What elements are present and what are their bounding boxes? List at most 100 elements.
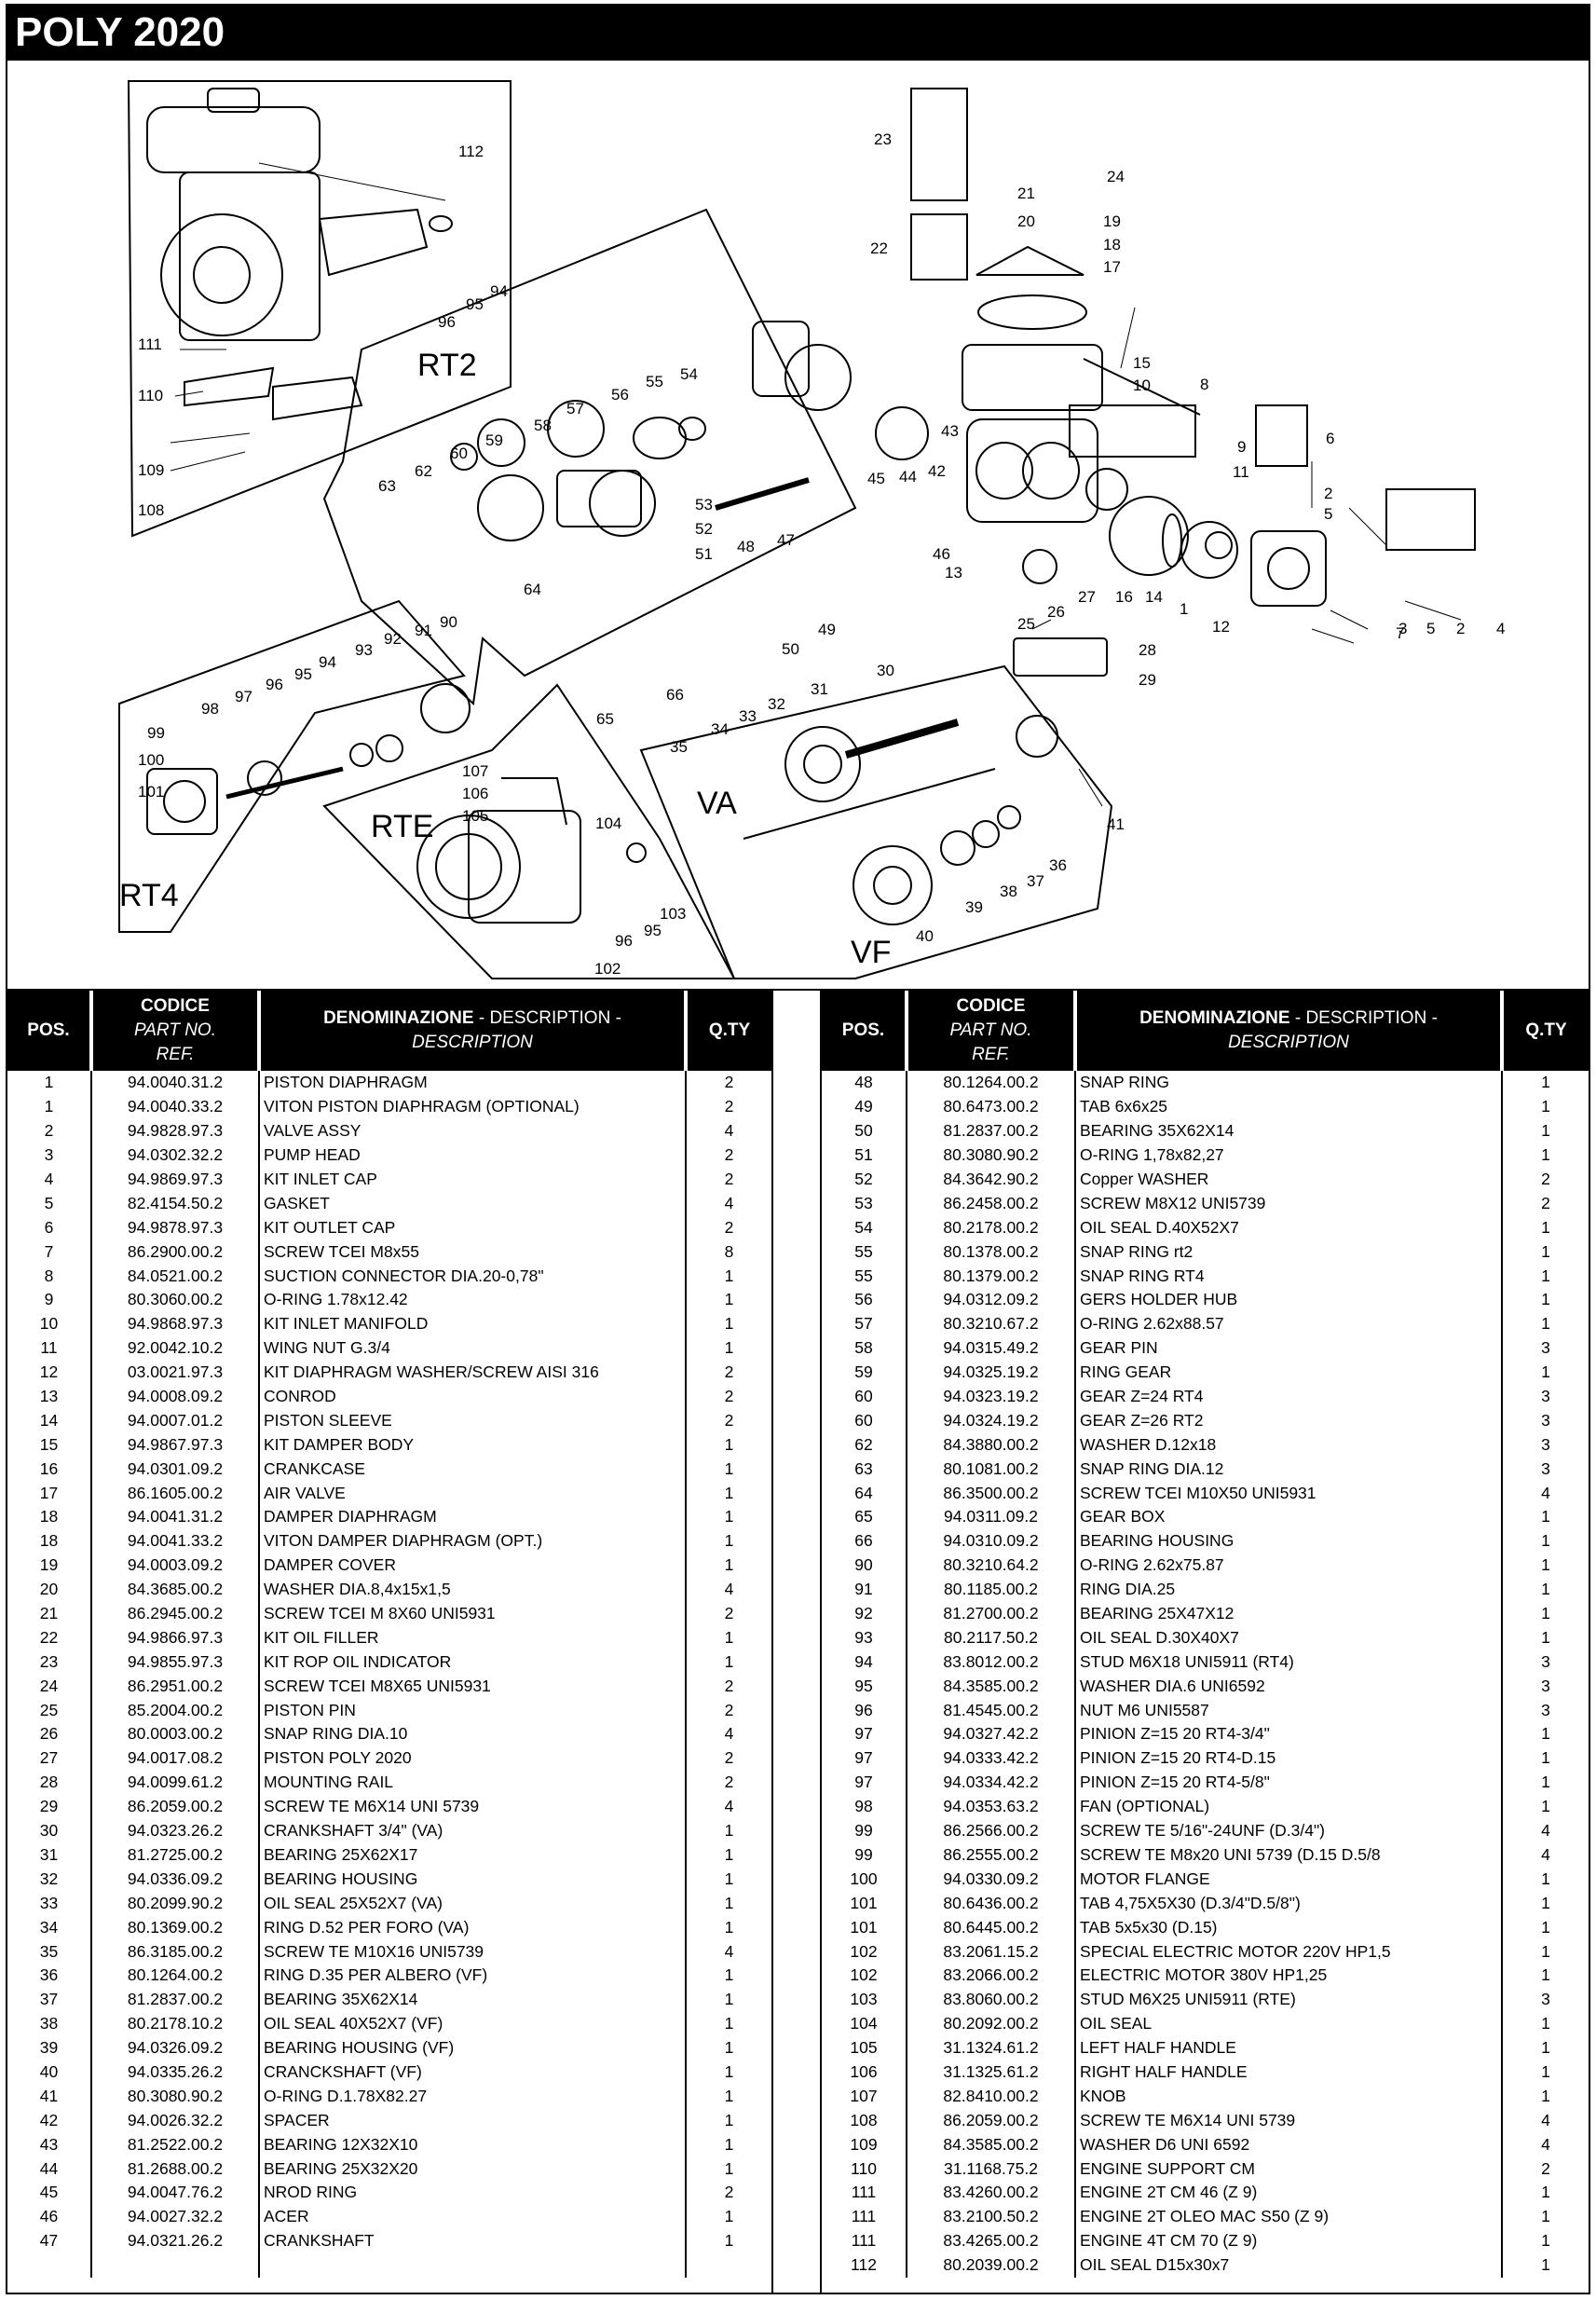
part-pos: 29 [7, 1794, 92, 1819]
callout: 111 [138, 335, 162, 353]
part-qty: 1 [724, 2086, 734, 2105]
part-description: GEAR Z=24 RT4 [1075, 1384, 1503, 1409]
rt2-panel [127, 80, 512, 538]
part-qty: 2 [724, 2183, 734, 2202]
part-pos: 112 [822, 2252, 907, 2278]
part-code: 94.0301.09.2 [91, 1457, 260, 1482]
part-code: 94.9855.97.3 [91, 1650, 260, 1675]
part-pos: 97 [822, 1746, 907, 1771]
part-code: 86.2555.00.2 [907, 1842, 1076, 1868]
part-pos: 27 [7, 1746, 92, 1771]
part-qty: 1 [1541, 1604, 1550, 1623]
part-qty: 1 [1541, 1266, 1550, 1285]
callout: 4 [1496, 620, 1505, 637]
part-code: 94.0040.31.2 [91, 1071, 260, 1095]
part-code: 94.0327.42.2 [907, 1722, 1076, 1746]
part-description: MOUNTING RAIL [259, 1770, 687, 1795]
pump-head-shape [752, 321, 810, 397]
part-code: 80.2039.00.2 [907, 2252, 1076, 2278]
part-description: PINION Z=15 20 RT4-D.15 [1075, 1746, 1503, 1771]
part-description: BEARING 12X32X10 [259, 2132, 687, 2157]
callout: 93 [355, 641, 373, 659]
callout: 99 [147, 724, 165, 742]
callout: 7 [1396, 624, 1404, 642]
part-code: 94.0008.09.2 [91, 1384, 260, 1409]
header-code-main: CODICE [141, 996, 210, 1016]
part-qty: 1 [1541, 1217, 1550, 1237]
part-description: ENGINE 2T CM 46 (Z 9) [1075, 2180, 1503, 2205]
part-description: BEARING 25X47X12 [1075, 1601, 1503, 1626]
part-pos: 64 [822, 1481, 907, 1506]
part-description: BEARING HOUSING [259, 1867, 687, 1892]
callout: 104 [595, 815, 621, 832]
part-pos: 92 [822, 1601, 907, 1626]
page-title: POLY 2020 [6, 4, 1590, 61]
callout: 95 [294, 665, 312, 683]
callout: 51 [695, 545, 713, 563]
callout: 107 [462, 762, 488, 780]
part-description: PINION Z=15 20 RT4-3/4" [1075, 1722, 1503, 1746]
callout: 38 [1000, 883, 1017, 900]
part-pos: 5 [7, 1191, 92, 1216]
part-qty: 2 [724, 1387, 734, 1406]
part-pos: 97 [822, 1770, 907, 1795]
part-pos: 60 [822, 1408, 907, 1433]
part-pos: 22 [7, 1625, 92, 1650]
part-description: PISTON PIN [259, 1698, 687, 1723]
part-description: RIGHT HALF HANDLE [1075, 2060, 1503, 2085]
part-qty: 1 [1541, 2183, 1550, 2202]
part-qty: 2 [724, 1604, 734, 1623]
part-description: KIT ROP OIL INDICATOR [259, 1650, 687, 1675]
part-code: 84.3585.00.2 [907, 2132, 1076, 2157]
part-qty: 4 [1541, 1483, 1550, 1502]
part-qty: 1 [724, 2207, 734, 2226]
callout: 53 [695, 496, 713, 513]
header-code-sub2: REF. [156, 1045, 195, 1064]
part-code: 80.2099.90.2 [91, 1891, 260, 1916]
part-pos: 3 [7, 1143, 92, 1168]
section-label-rt2: RT2 [417, 348, 477, 383]
part-description: SNAP RING [1075, 1071, 1503, 1095]
part-code: 94.0017.08.2 [91, 1746, 260, 1771]
table-row [7, 2252, 771, 2278]
part-qty: 1 [724, 1555, 734, 1575]
callout: 108 [138, 501, 164, 519]
part-code: 80.6473.00.2 [907, 1094, 1076, 1119]
part-description: SCREW M8X12 UNI5739 [1075, 1191, 1503, 1216]
callout: 109 [138, 461, 164, 479]
part-code: 83.4260.00.2 [907, 2180, 1076, 2205]
exploded-view-drawing: RT2 RT4 RTE VA VF 112 94 95 96 111 110 1… [118, 80, 1505, 979]
part-code: 86.2059.00.2 [907, 2108, 1076, 2133]
part-pos: 25 [7, 1698, 92, 1723]
part-pos: 96 [822, 1698, 907, 1723]
part-pos: 101 [822, 1915, 907, 1940]
part-pos: 10 [7, 1311, 92, 1336]
part-description: DAMPER DIAPHRAGM [259, 1505, 687, 1529]
callout: 90 [440, 613, 457, 631]
part-code: 94.0321.26.2 [91, 2228, 260, 2253]
part-description: OIL SEAL D15x30x7 [1075, 2252, 1503, 2278]
part-code: 80.1379.00.2 [907, 1264, 1076, 1289]
part-code: 92.0042.10.2 [91, 1335, 260, 1361]
part-description: SNAP RING RT4 [1075, 1264, 1503, 1289]
part-code: 94.0003.09.2 [91, 1553, 260, 1578]
part-pos: 1 [7, 1094, 92, 1119]
part-description: ACER [259, 2204, 687, 2229]
header-qty-label: Q.TY [1525, 1020, 1567, 1040]
